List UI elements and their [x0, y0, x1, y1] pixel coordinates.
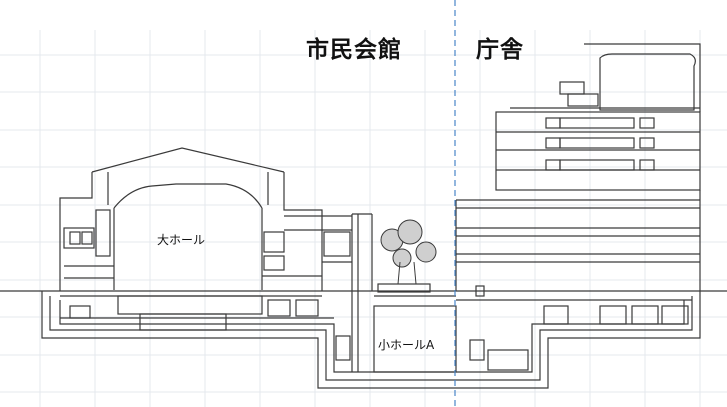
main-hall-ceiling [113, 183, 263, 209]
small-hall-a-label: 小ホールA [378, 338, 435, 352]
civic-hall-building [59, 147, 352, 331]
city-hall-building [455, 43, 701, 371]
city-hall-label: 庁舎 [476, 37, 524, 63]
basement-inner-outline [49, 296, 693, 381]
central-core [351, 213, 431, 372]
background-grid [0, 30, 727, 407]
civic-hall-label: 市民会館 [306, 37, 402, 63]
tree-illustration-icon [380, 219, 437, 285]
main-hall-roof [91, 147, 285, 173]
basement-outline [41, 291, 701, 389]
main-hall-label: 大ホール [157, 233, 206, 247]
small-hall-a-room [373, 305, 457, 373]
